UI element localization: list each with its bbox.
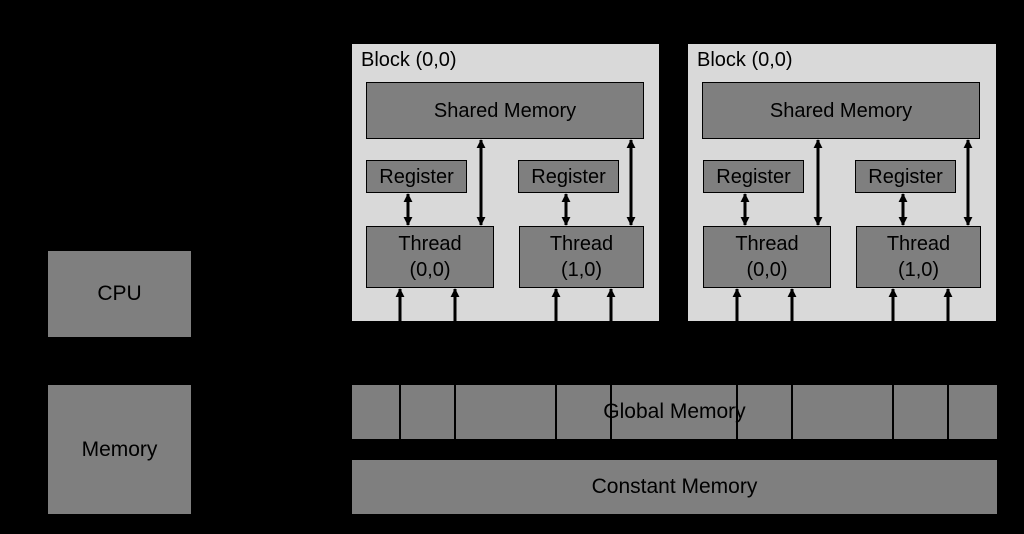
thread-index-1-0: (0,0)	[746, 259, 788, 281]
thread-1-0: Thread (0,0)	[703, 226, 831, 288]
host-memory-box: Memory	[47, 384, 192, 515]
thread-0-1: Thread (1,0)	[519, 226, 644, 288]
shared-memory-1: Shared Memory	[702, 82, 980, 139]
thread-name-0-1: Thread	[549, 233, 614, 255]
thread-1-1: Thread (1,0)	[856, 226, 981, 288]
cpu-label: CPU	[97, 282, 142, 306]
register-label-1-0: Register	[716, 165, 791, 188]
cpu-box: CPU	[47, 250, 192, 338]
thread-name-1-1: Thread	[886, 233, 951, 255]
register-label-0-1: Register	[531, 165, 606, 188]
thread-index-1-1: (1,0)	[897, 259, 940, 281]
shared-memory-label-1: Shared Memory	[769, 99, 913, 122]
global-memory-box: Global Memory	[351, 384, 998, 440]
thread-index-0-1: (1,0)	[560, 259, 603, 281]
global-memory-label: Global Memory	[603, 400, 746, 424]
register-0-0: Register	[366, 160, 467, 193]
thread-0-0: Thread (0,0)	[366, 226, 494, 288]
thread-index-0-0: (0,0)	[409, 259, 451, 281]
thread-name-1-0: Thread	[735, 233, 799, 255]
register-label-0-0: Register	[379, 165, 454, 188]
thread-name-0-0: Thread	[398, 233, 462, 255]
shared-memory-label-0: Shared Memory	[433, 99, 577, 122]
register-1-0: Register	[703, 160, 804, 193]
constant-memory-label: Constant Memory	[591, 475, 758, 499]
register-label-1-1: Register	[868, 165, 943, 188]
block-title-1: Block (0,0)	[697, 49, 793, 71]
register-1-1: Register	[855, 160, 956, 193]
constant-memory-box: Constant Memory	[351, 459, 998, 515]
block-title-0: Block (0,0)	[361, 49, 457, 71]
register-0-1: Register	[518, 160, 619, 193]
host-memory-label: Memory	[81, 437, 158, 461]
shared-memory-0: Shared Memory	[366, 82, 644, 139]
